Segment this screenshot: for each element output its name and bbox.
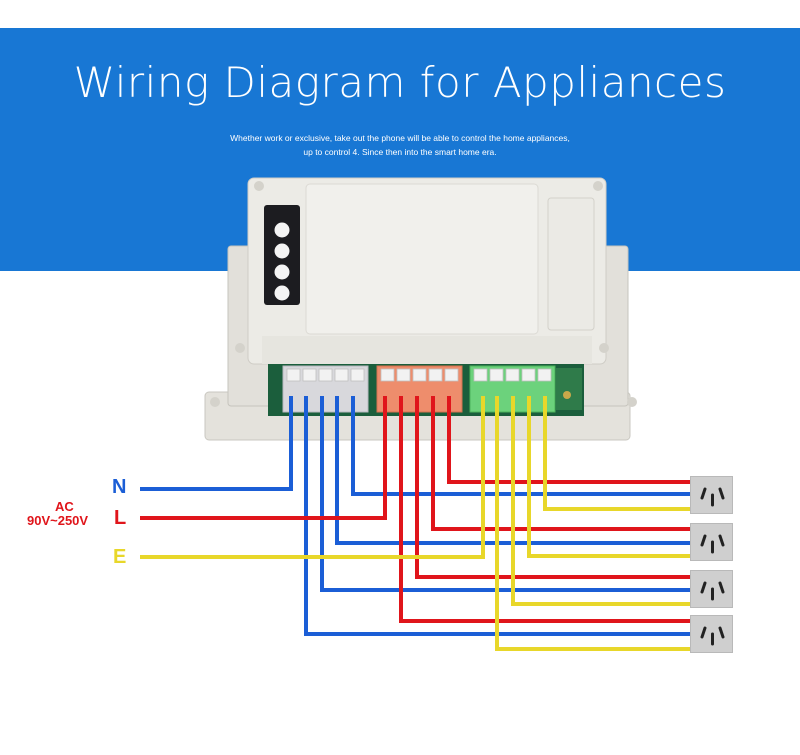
ac-label: AC: [55, 499, 74, 514]
earth-wire-outlet-3: [511, 396, 690, 606]
voltage-range-label: 90V~250V: [27, 513, 89, 528]
neutral-wire-outlet-1: [351, 396, 690, 496]
live-wire-outlet-2: [431, 396, 690, 531]
outlet-socket-1-icon: [690, 476, 733, 514]
subtitle-line-2: up to control 4. Since then into the sma…: [303, 147, 497, 157]
relay-device: [204, 177, 637, 441]
relay-button-1: [274, 222, 290, 238]
screw-hole-icon: [254, 181, 264, 191]
subtitle-line-1: Whether work or exclusive, take out the …: [230, 133, 570, 143]
neutral-wire-outlet-3: [320, 396, 690, 592]
screw-hole-icon: [627, 397, 637, 407]
live-wire-outlet-4: [399, 396, 690, 623]
neutral-input-wire: [140, 396, 293, 491]
neutral-wire-outlet-4: [304, 396, 690, 636]
live-wire-outlet-1: [447, 396, 690, 484]
screw-hole-icon: [210, 397, 220, 407]
live-label: L: [114, 507, 127, 529]
outlet-socket-4-icon: [690, 615, 733, 653]
device-lid: [305, 183, 539, 335]
device-front-strip: [262, 336, 592, 364]
screw-hole-icon: [599, 343, 609, 353]
earth-label: E: [113, 546, 127, 568]
screw-hole-icon: [593, 181, 603, 191]
live-wires: [140, 396, 690, 623]
earth-wire-outlet-2: [527, 396, 690, 558]
relay-button-4: [274, 285, 290, 301]
neutral-label: N: [112, 476, 127, 498]
neutral-wire-outlet-2: [335, 396, 690, 545]
relay-button-2: [274, 243, 290, 259]
earth-input-wire: [140, 396, 485, 559]
relay-button-3: [274, 264, 290, 280]
live-wire-outlet-3: [415, 396, 690, 579]
neutral-wires: [140, 396, 690, 636]
outlet-socket-3-icon: [690, 570, 733, 608]
page-title: Wiring Diagram for Appliances: [73, 58, 727, 107]
earth-wires: [140, 396, 690, 651]
live-input-wire: [140, 396, 387, 520]
earth-wire-outlet-4: [495, 396, 690, 651]
earth-wire-outlet-1: [543, 396, 690, 511]
outlet-socket-2-icon: [690, 523, 733, 561]
screw-hole-icon: [235, 343, 245, 353]
device-right-panel: [547, 197, 595, 331]
